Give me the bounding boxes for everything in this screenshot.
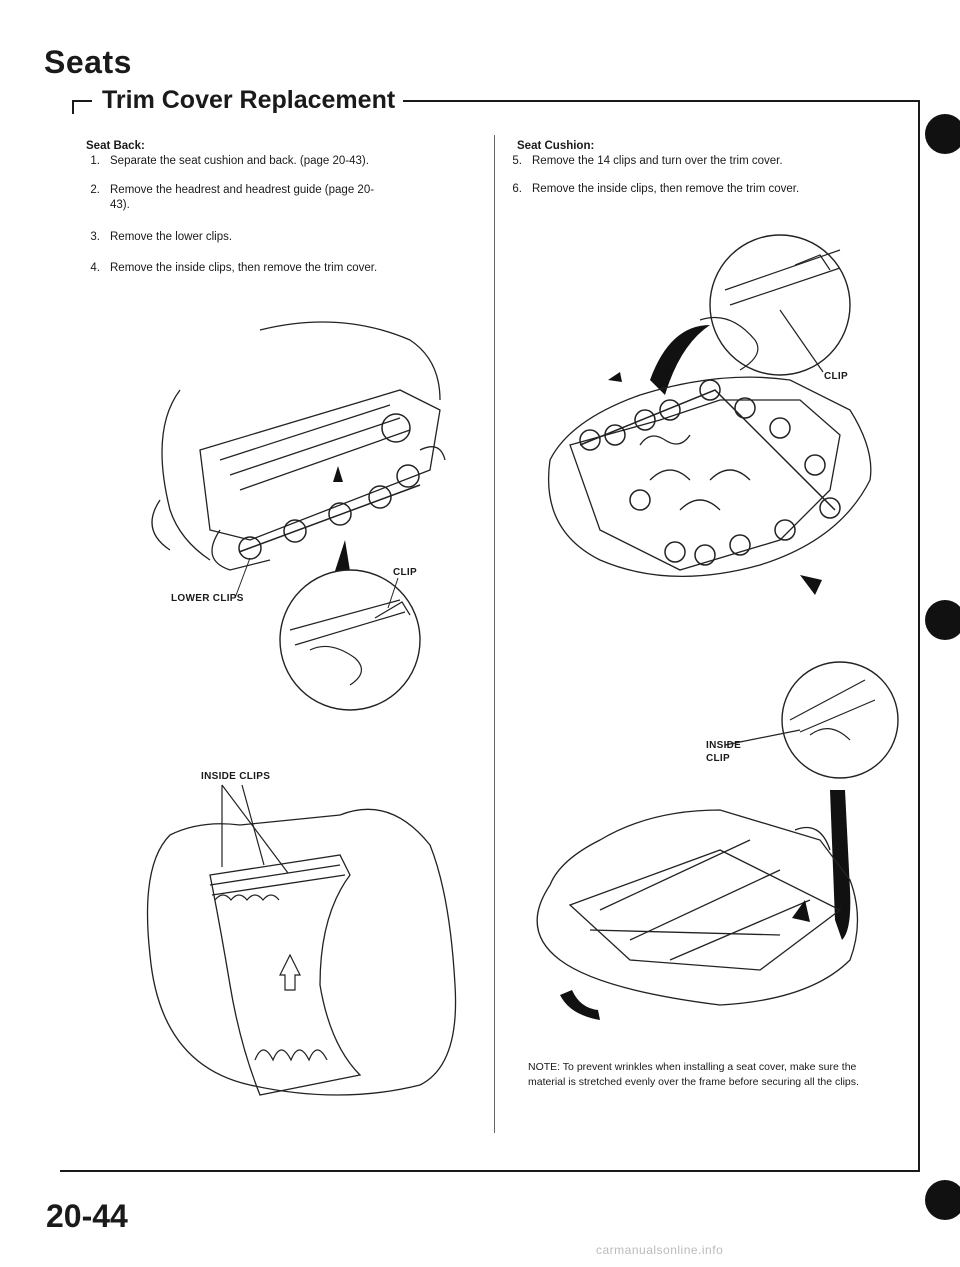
binder-hole-icon — [925, 1180, 960, 1220]
inside-clip-label: INSIDE — [706, 740, 742, 751]
footer-watermark: carmanualsonline.info — [596, 1243, 724, 1257]
step-number: 6. — [512, 183, 522, 195]
step-6: 6. Remove the inside clips, then remove … — [502, 182, 902, 198]
frame-top-left-tick — [72, 100, 92, 102]
step-3: 3. Remove the lower clips. — [80, 230, 480, 246]
step-1: 1. Separate the seat cushion and back. (… — [80, 154, 480, 170]
frame-left-top-tick — [72, 100, 74, 114]
page-title: Seats — [44, 44, 132, 80]
seat-back-heading: Seat Back: — [86, 140, 145, 152]
lower-clips-label: LOWER CLIPS — [171, 593, 244, 604]
step-text: Separate the seat cushion and back. (pag… — [110, 155, 369, 167]
step-number: 1. — [90, 155, 100, 167]
step-text-continued: 43). — [110, 199, 130, 211]
seat-cushion-clips-illustration — [540, 230, 880, 595]
step-text: Remove the lower clips. — [110, 231, 233, 243]
step-number: 4. — [90, 262, 100, 274]
page-number: 20-44 — [46, 1198, 128, 1234]
step-text: Remove the inside clips, then remove the… — [532, 183, 800, 195]
seat-cushion-inside-clips-illustration — [520, 660, 890, 1020]
step-number: 3. — [90, 231, 100, 243]
step-number: 5. — [512, 155, 522, 167]
seat-cushion-heading: Seat Cushion: — [517, 140, 595, 152]
frame-bottom-rule — [60, 1170, 920, 1172]
clip-label: CLIP — [824, 371, 848, 382]
step-5: 5. Remove the 14 clips and turn over the… — [502, 154, 902, 170]
step-text: Remove the headrest and headrest guide (… — [110, 184, 375, 196]
seat-back-illustration — [140, 300, 480, 720]
binder-hole-icon — [925, 600, 960, 640]
frame-right-rule — [918, 100, 920, 1172]
step-text: Remove the inside clips, then remove the… — [110, 262, 378, 274]
section-title: Trim Cover Replacement — [94, 86, 404, 115]
frame-top-rule — [380, 100, 920, 102]
step-4: 4. Remove the inside clips, then remove … — [80, 261, 480, 277]
inside-clip-label-line2: CLIP — [706, 753, 730, 764]
installation-note: NOTE: To prevent wrinkles when installin… — [528, 1061, 859, 1088]
step-text: Remove the 14 clips and turn over the tr… — [532, 155, 783, 167]
column-divider — [494, 135, 495, 1133]
seat-back-inner-illustration — [140, 785, 470, 1110]
binder-hole-icon — [925, 114, 960, 154]
inside-clips-label: INSIDE CLIPS — [201, 771, 271, 782]
clip-label: CLIP — [393, 567, 417, 578]
step-number: 2. — [90, 184, 100, 196]
step-2: 2. Remove the headrest and headrest guid… — [80, 183, 480, 215]
